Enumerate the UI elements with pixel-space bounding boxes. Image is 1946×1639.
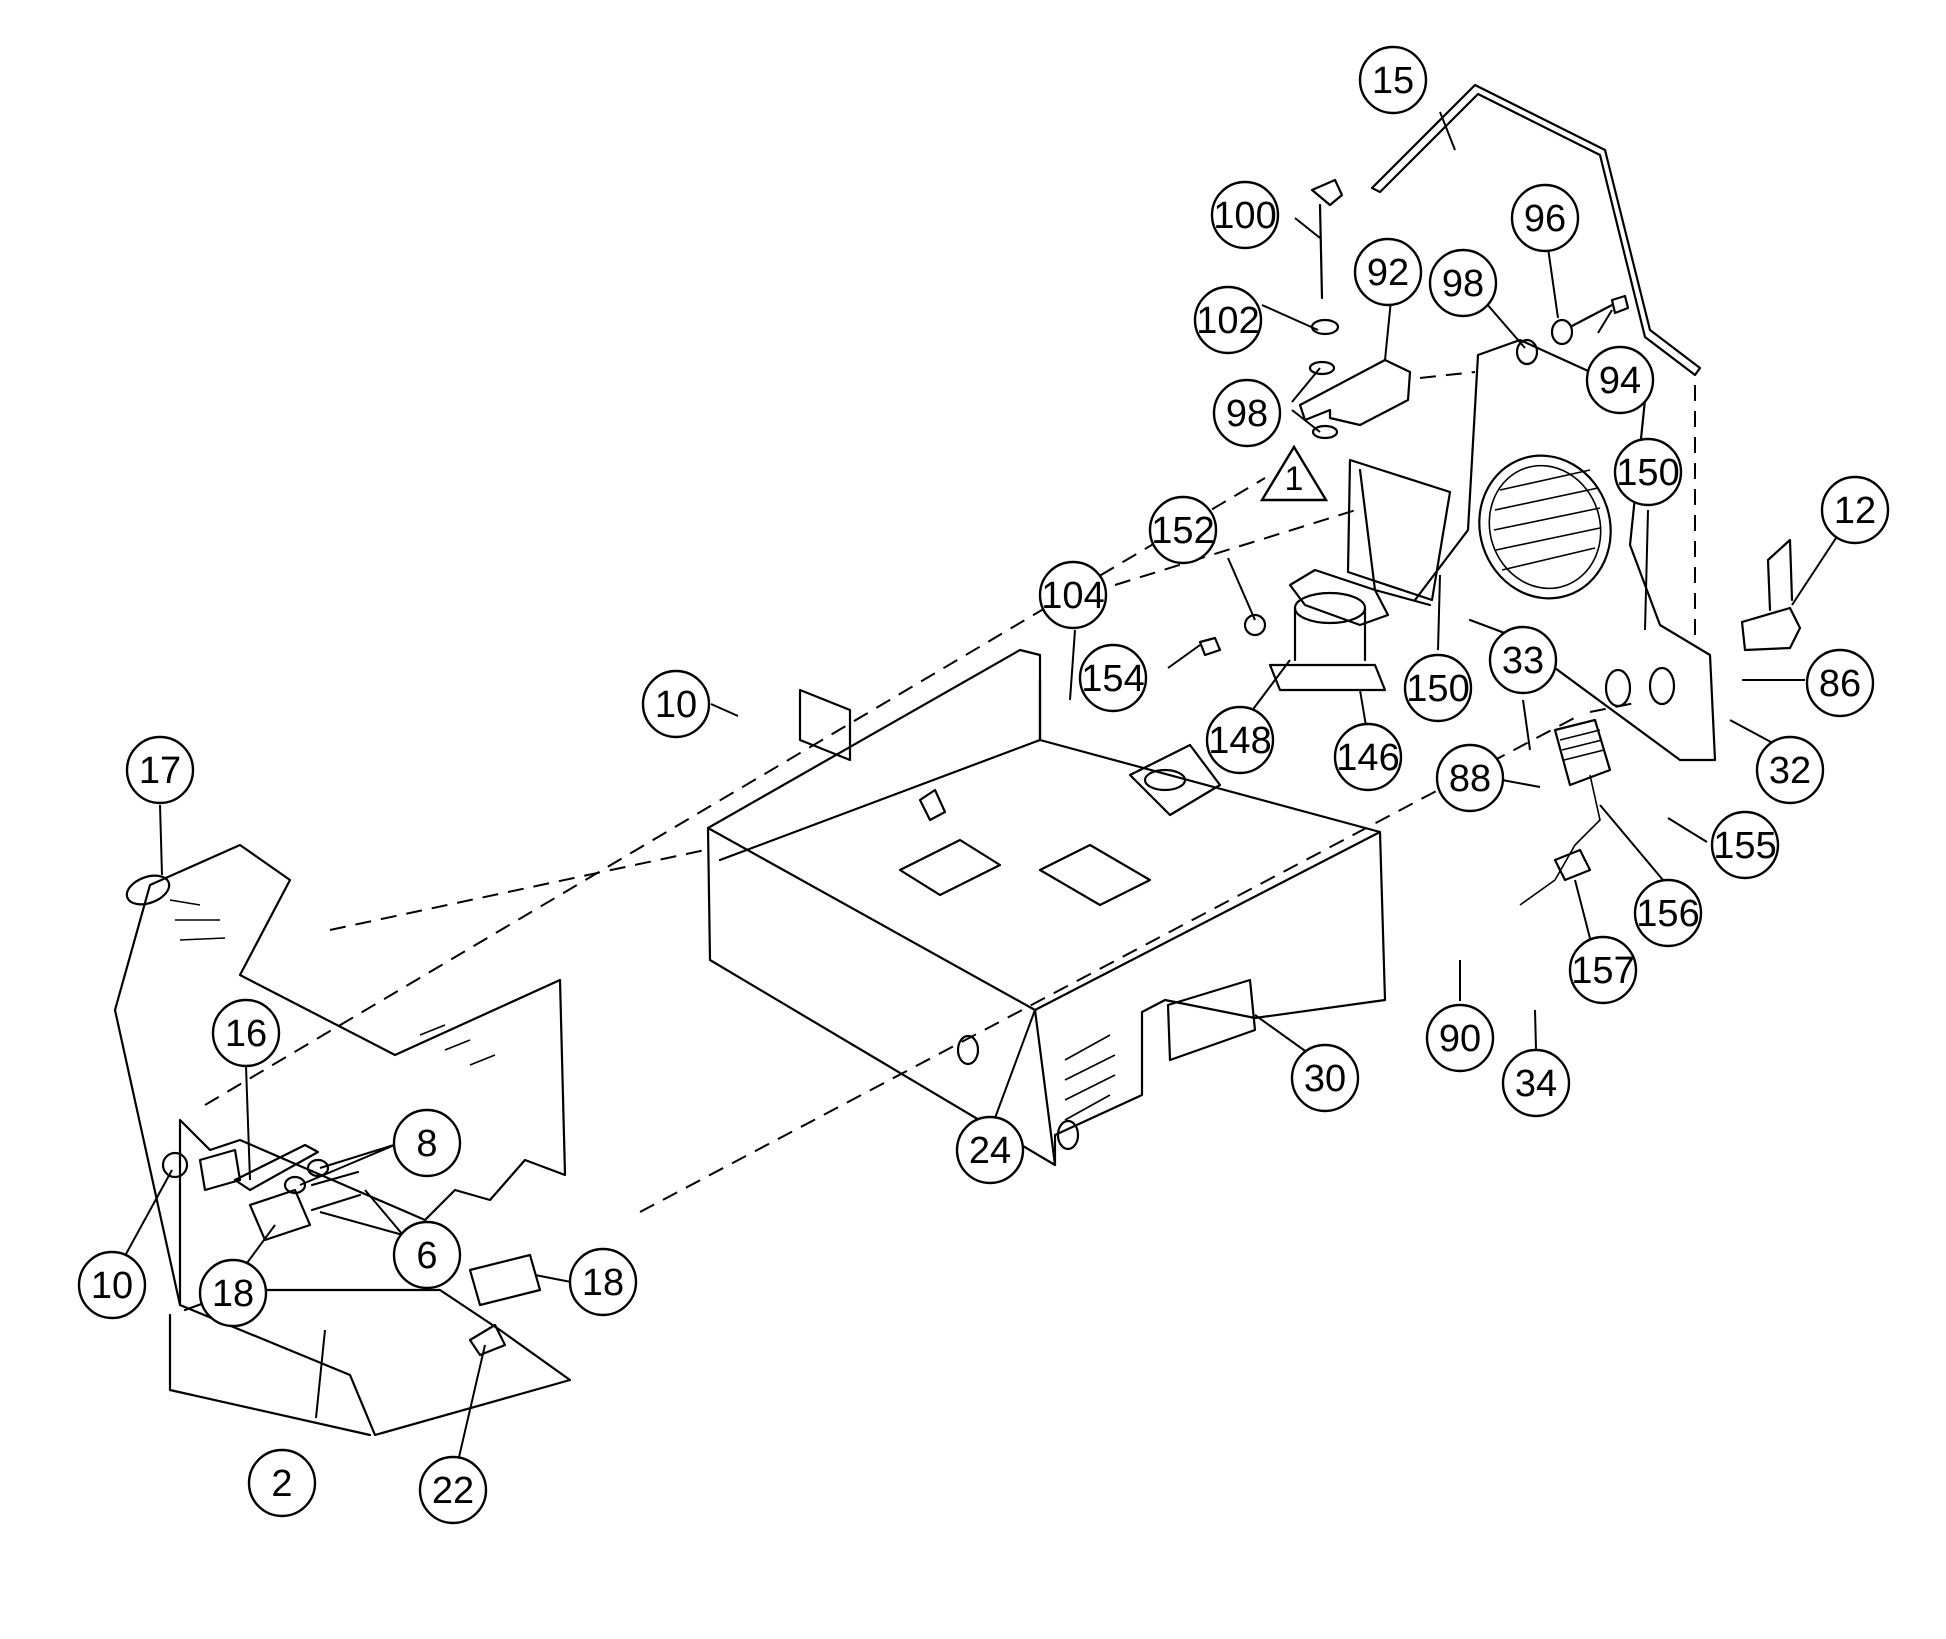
- grille-slots: [1493, 469, 1601, 571]
- callout-label: 18: [582, 1262, 624, 1304]
- fastener-group-right: [1515, 294, 1630, 366]
- callout-18: 18: [568, 1247, 638, 1317]
- callouts: 15 100 96 92 98 102 94 98 150 12 152 104…: [77, 45, 1890, 1525]
- callout-label: 17: [139, 750, 181, 792]
- latch-part: [1740, 538, 1802, 652]
- regulator-part: [1519, 718, 1612, 906]
- callout-label: 10: [91, 1265, 133, 1307]
- callout-label: 22: [432, 1470, 474, 1512]
- vent-slots: [1064, 1034, 1116, 1121]
- callout-label: 90: [1439, 1018, 1481, 1060]
- main-frame-part: [706, 648, 1387, 1167]
- callout-98: 98: [1428, 248, 1498, 318]
- callout-12: 12: [1820, 475, 1890, 545]
- side-panel-part: [1346, 338, 1717, 762]
- callout-34: 34: [1501, 1048, 1571, 1118]
- note-marker: 1: [1259, 444, 1329, 502]
- left-mount-plates: [161, 1143, 542, 1357]
- note-marker-label: 1: [1285, 460, 1304, 498]
- callout-label: 15: [1372, 60, 1414, 102]
- callout-label: 16: [225, 1013, 267, 1055]
- callout-156: 156: [1633, 878, 1703, 948]
- callout-label: 6: [416, 1235, 437, 1277]
- callout-150: 150: [1403, 653, 1473, 723]
- callout-88: 88: [1435, 743, 1505, 813]
- callout-96: 96: [1510, 183, 1580, 253]
- callout-18: 18: [198, 1258, 268, 1328]
- callout-label: 88: [1449, 758, 1491, 800]
- callout-30: 30: [1290, 1043, 1360, 1113]
- bracket-part: [1298, 178, 1412, 440]
- callout-label: 2: [271, 1463, 292, 1505]
- callout-label: 104: [1041, 575, 1104, 617]
- callout-100: 100: [1210, 180, 1280, 250]
- callout-label: 148: [1208, 720, 1271, 762]
- callout-148: 148: [1205, 705, 1275, 775]
- callout-150: 150: [1613, 437, 1683, 507]
- solenoid-part: [1198, 568, 1390, 692]
- callout-label: 98: [1226, 393, 1268, 435]
- callout-6: 6: [392, 1220, 462, 1290]
- callout-86: 86: [1805, 648, 1875, 718]
- callout-8: 8: [392, 1108, 462, 1178]
- callout-label: 155: [1713, 825, 1776, 867]
- callout-10: 10: [77, 1250, 147, 1320]
- callout-label: 96: [1524, 198, 1566, 240]
- callout-22: 22: [418, 1455, 488, 1525]
- callout-98: 98: [1212, 378, 1282, 448]
- callout-label: 152: [1151, 510, 1214, 552]
- callout-15: 15: [1358, 45, 1428, 115]
- callout-label: 33: [1502, 640, 1544, 682]
- callout-label: 157: [1571, 950, 1634, 992]
- callout-146: 146: [1333, 722, 1403, 792]
- callout-label: 92: [1367, 252, 1409, 294]
- callout-label: 32: [1769, 750, 1811, 792]
- callout-label: 10: [655, 684, 697, 726]
- leader-lines: [125, 111, 1839, 1484]
- callout-label: 12: [1834, 490, 1876, 532]
- callout-90: 90: [1425, 1003, 1495, 1073]
- callout-label: 100: [1213, 195, 1276, 237]
- callout-104: 104: [1038, 560, 1108, 630]
- callout-label: 102: [1196, 300, 1259, 342]
- callout-label: 30: [1304, 1058, 1346, 1100]
- callout-label: 154: [1081, 658, 1144, 700]
- callout-label: 24: [969, 1130, 1011, 1172]
- callout-152: 152: [1148, 495, 1218, 565]
- callout-label: 86: [1819, 663, 1861, 705]
- callout-label: 94: [1599, 360, 1641, 402]
- callout-label: 150: [1406, 668, 1469, 710]
- callout-label: 18: [212, 1273, 254, 1315]
- callout-33: 33: [1488, 625, 1558, 695]
- callout-10: 10: [641, 669, 711, 739]
- callout-label: 150: [1616, 452, 1679, 494]
- callout-label: 146: [1336, 737, 1399, 779]
- callout-92: 92: [1353, 237, 1423, 307]
- callout-label: 156: [1636, 893, 1699, 935]
- callout-16: 16: [211, 998, 281, 1068]
- callout-157: 157: [1568, 935, 1638, 1005]
- callout-label: 34: [1515, 1063, 1557, 1105]
- callout-154: 154: [1078, 643, 1148, 713]
- callout-32: 32: [1755, 735, 1825, 805]
- callout-label: 98: [1442, 263, 1484, 305]
- callout-24: 24: [955, 1115, 1025, 1185]
- callout-155: 155: [1710, 810, 1780, 880]
- callout-102: 102: [1193, 285, 1263, 355]
- callout-94: 94: [1585, 345, 1655, 415]
- callout-2: 2: [247, 1448, 317, 1518]
- callout-label: 8: [416, 1123, 437, 1165]
- callout-17: 17: [125, 735, 195, 805]
